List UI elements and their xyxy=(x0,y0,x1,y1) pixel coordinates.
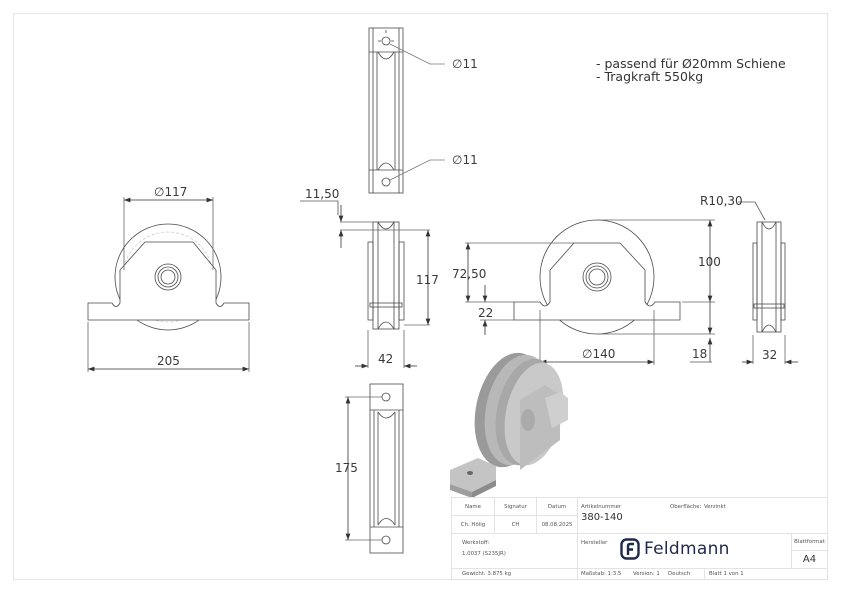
value-datum: 08.08.2025 xyxy=(537,516,578,534)
manufacturer-label: Hersteller xyxy=(581,540,608,546)
dim-width-42: 42 xyxy=(378,352,393,366)
isometric-view xyxy=(450,352,568,498)
dim-base-205: 205 xyxy=(157,354,180,368)
value-signatur: CH xyxy=(495,516,537,534)
side-view-right xyxy=(738,201,798,365)
dim-18: 18 xyxy=(692,347,707,361)
dim-r10-30: R10,30 xyxy=(700,194,743,208)
dim-height-117: 117 xyxy=(416,273,439,287)
language-value: Deutsch xyxy=(668,571,691,577)
sheet-format-label: Blattformat xyxy=(792,534,827,551)
surface-value: Verzinkt xyxy=(704,504,726,510)
note-rail: - passend für Ø20mm Schiene xyxy=(596,56,786,71)
dim-11-50: 11,50 xyxy=(305,187,339,201)
bottom-view xyxy=(345,383,404,554)
note-load: - Tragkraft 550kg xyxy=(596,69,704,84)
material-value: 1.0037 (S235JR) xyxy=(462,551,506,557)
sheet-cell: Blatt 1 von 1 xyxy=(705,569,827,579)
header-signatur: Signatur xyxy=(495,498,537,516)
dim-175: 175 xyxy=(335,461,358,475)
value-name: Ch. Hölig xyxy=(452,516,495,534)
header-name: Name xyxy=(452,498,495,516)
manufacturer-cell: Hersteller xyxy=(578,534,792,569)
header-datum: Datum xyxy=(537,498,578,516)
sheet-value: Blatt 1 von 1 xyxy=(709,571,744,577)
material-label: Werkstoff: xyxy=(462,540,490,546)
article-label: Artikelnummer xyxy=(581,504,622,510)
sheet-format-value: A4 xyxy=(792,551,827,569)
feldmann-logo: Feldmann xyxy=(620,538,730,560)
dim-height-100: 100 xyxy=(698,255,721,269)
drawing-frame xyxy=(13,13,828,580)
weight-cell: Gewicht: 3.875 kg xyxy=(452,569,578,579)
feldmann-logo-icon xyxy=(620,538,640,560)
drawing-notes: - passend für Ø20mm Schiene - Tragkraft … xyxy=(596,57,786,83)
side-view-center xyxy=(300,200,431,369)
title-block: Name Signatur Datum Ch. Hölig CH 08.08.2… xyxy=(451,497,828,580)
article-cell: Artikelnummer 380-140 Oberfläche: Verzin… xyxy=(578,498,827,534)
scale-cell: Maßstab: 1:3.5 Version: 1 Deutsch xyxy=(578,569,705,579)
version-value: Version: 1 xyxy=(633,571,660,577)
dim-wheel-117: ∅117 xyxy=(154,185,187,199)
dim-22: 22 xyxy=(478,306,493,320)
article-number: 380-140 xyxy=(581,512,623,523)
dim-72-50: 72,50 xyxy=(452,267,486,281)
surface-label: Oberfläche: xyxy=(670,504,702,510)
scale-value: Maßstab: 1:3.5 xyxy=(581,571,622,577)
front-view-large xyxy=(465,219,715,365)
feldmann-logo-text: Feldmann xyxy=(644,539,730,559)
dim-wheel-140: ∅140 xyxy=(582,347,615,361)
top-view xyxy=(368,27,445,194)
weight-value: Gewicht: 3.875 kg xyxy=(462,571,512,577)
dim-hole-bottom: ∅11 xyxy=(452,153,478,167)
dim-hole-top: ∅11 xyxy=(452,57,478,71)
material-cell: Werkstoff: 1.0037 (S235JR) xyxy=(452,534,578,569)
dim-width-32: 32 xyxy=(762,348,777,362)
front-view-small xyxy=(87,197,250,372)
